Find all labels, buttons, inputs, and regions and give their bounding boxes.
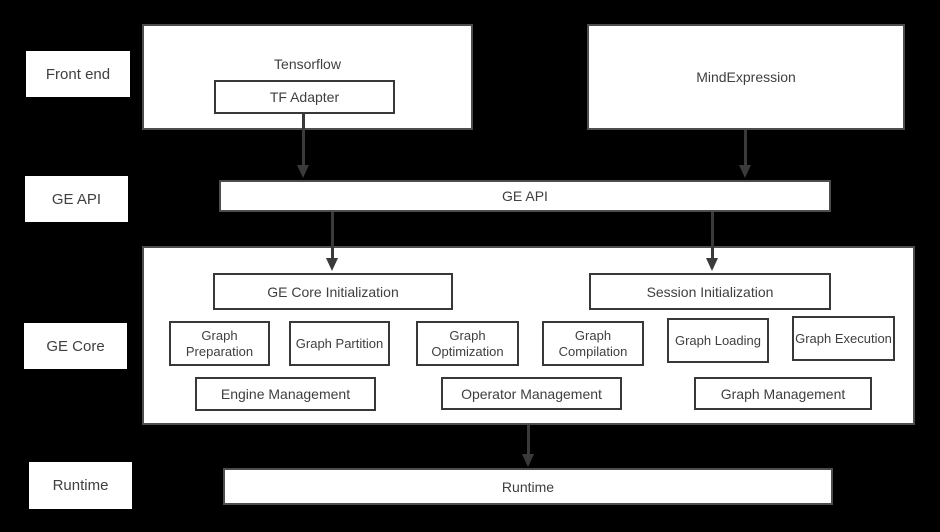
tf-adapter-box: TF Adapter (214, 80, 395, 114)
arrow-tf-adapter-to-ge-api (297, 112, 309, 178)
ge-core-box: GE Core Initialization Session Initializ… (142, 246, 915, 425)
arrow-down-icon (522, 454, 534, 467)
graph-preparation-label: Graph Preparation (185, 327, 254, 359)
graph-compilation-label: Graph Compilation (558, 327, 628, 359)
arrow-down-icon (326, 258, 338, 271)
arrow-mindexpression-to-ge-api (739, 130, 751, 178)
graph-compilation-box: Graph Compilation (542, 321, 644, 366)
engine-management-label: Engine Management (220, 386, 351, 402)
arrow-down-icon (739, 165, 751, 178)
graph-partition-box: Graph Partition (289, 321, 390, 366)
session-initialization-box: Session Initialization (589, 273, 831, 310)
arrow-ge-api-to-session-initialization (706, 212, 718, 271)
session-initialization-label: Session Initialization (646, 283, 774, 300)
arrow-down-icon (706, 258, 718, 271)
operator-management-box: Operator Management (441, 377, 622, 410)
arrow-ge-api-to-ge-core-initialization (326, 212, 338, 271)
graph-management-box: Graph Management (694, 377, 872, 410)
arrow-shaft (526, 425, 530, 454)
tensorflow-label: Tensorflow (274, 56, 341, 72)
arrow-shaft (743, 130, 747, 165)
arrow-ge-core-to-runtime (522, 425, 534, 467)
row-label-front-end: Front end (26, 51, 130, 97)
row-label-runtime-text: Runtime (52, 477, 109, 494)
engine-management-box: Engine Management (195, 377, 376, 411)
arrow-shaft (710, 212, 714, 258)
runtime-bar: Runtime (223, 468, 833, 505)
mindexpression-label: MindExpression (696, 69, 796, 85)
row-label-runtime: Runtime (29, 462, 132, 509)
row-label-ge-core: GE Core (24, 323, 127, 369)
graph-optimization-label: Graph Optimization (431, 327, 504, 359)
ge-core-initialization-box: GE Core Initialization (213, 273, 453, 310)
graph-execution-label: Graph Execution (795, 330, 892, 346)
row-label-ge-api-text: GE API (51, 190, 102, 208)
graph-management-label: Graph Management (720, 385, 846, 402)
graph-execution-box: Graph Execution (792, 316, 895, 361)
row-label-ge-core-text: GE Core (46, 337, 105, 355)
tensorflow-box: Tensorflow TF Adapter (142, 24, 473, 130)
arrow-down-icon (297, 165, 309, 178)
row-label-front-end-text: Front end (45, 65, 111, 83)
arrow-shaft (330, 212, 334, 258)
operator-management-label: Operator Management (461, 385, 602, 402)
ge-api-bar: GE API (219, 180, 831, 212)
ge-core-initialization-label: GE Core Initialization (267, 283, 399, 300)
graph-partition-label: Graph Partition (295, 335, 384, 351)
graph-loading-box: Graph Loading (667, 318, 769, 363)
graph-optimization-box: Graph Optimization (416, 321, 519, 366)
graph-loading-label: Graph Loading (674, 332, 761, 348)
ge-api-bar-label: GE API (502, 188, 548, 204)
row-label-ge-api: GE API (25, 176, 128, 222)
arrow-shaft (301, 112, 305, 165)
tf-adapter-label: TF Adapter (269, 89, 340, 105)
runtime-bar-label: Runtime (501, 478, 555, 495)
mindexpression-box: MindExpression (587, 24, 905, 130)
graph-preparation-box: Graph Preparation (169, 321, 270, 366)
